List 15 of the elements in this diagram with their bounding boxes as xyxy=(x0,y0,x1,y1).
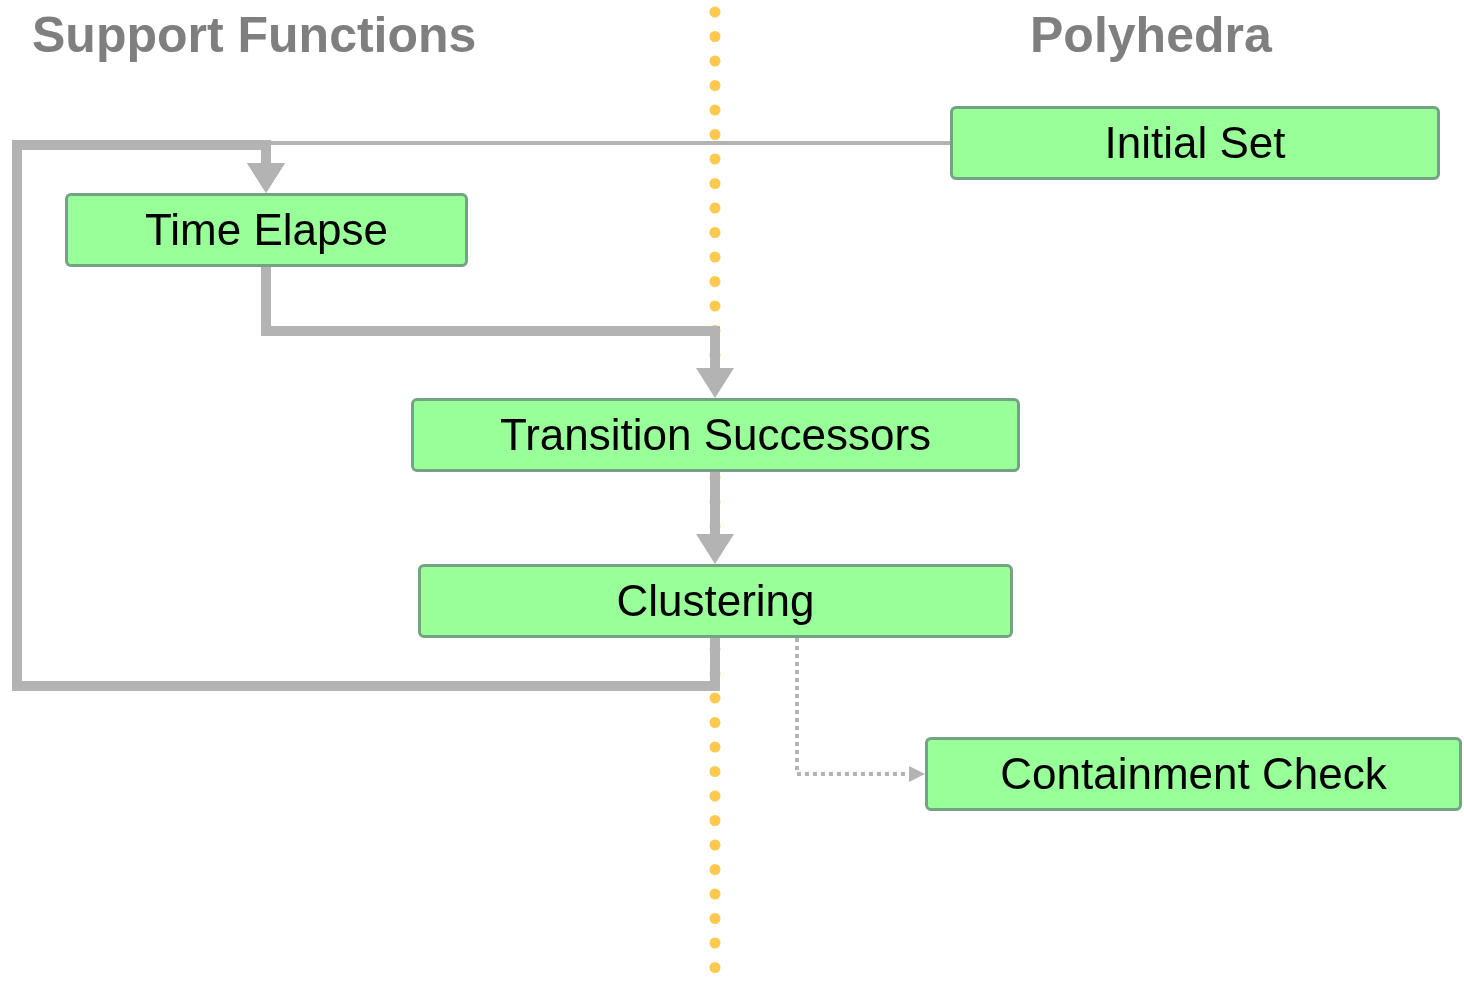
process-box xyxy=(411,398,1020,472)
process-box xyxy=(418,564,1013,638)
column-heading: Polyhedra xyxy=(1030,10,1272,60)
box-label: Initial Set xyxy=(1104,121,1286,165)
box-label: Containment Check xyxy=(1000,752,1387,796)
process-box xyxy=(925,737,1462,811)
process-box xyxy=(950,106,1440,180)
column-heading: Support Functions xyxy=(32,10,477,60)
process-box xyxy=(65,193,468,267)
box-label: Transition Successors xyxy=(499,413,932,457)
arrow xyxy=(261,267,734,398)
arrow xyxy=(795,638,925,782)
box-label: Clustering xyxy=(616,579,815,623)
arrow xyxy=(12,140,720,691)
box-label: Time Elapse xyxy=(145,208,388,252)
